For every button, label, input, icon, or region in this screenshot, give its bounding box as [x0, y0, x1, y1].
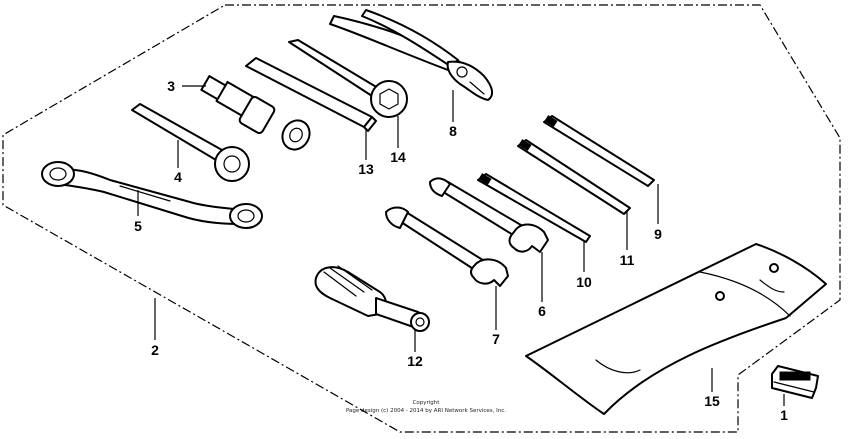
callout-6: 6 — [538, 303, 546, 319]
callout-10: 10 — [576, 274, 592, 290]
copyright-line-2: Page design (c) 2004 - 2014 by ARI Netwo… — [346, 408, 506, 414]
part-13-handle-bar — [245, 57, 377, 132]
part-12-screwdriver-handle — [314, 265, 430, 332]
part-14-box-wrench — [288, 39, 408, 118]
callout-1: 1 — [780, 407, 788, 423]
part-4-ring-wrench — [131, 103, 250, 182]
leader-lines — [137, 85, 785, 406]
callout-4: 4 — [174, 169, 182, 185]
callout-15: 15 — [704, 393, 720, 409]
part-7-open-end-wrench — [385, 206, 509, 287]
copyright-line-1: Copyright — [413, 400, 441, 406]
callout-9: 9 — [654, 226, 662, 242]
callout-3: 3 — [167, 78, 175, 94]
callout-7: 7 — [492, 331, 500, 347]
part-5-offset-ring-wrench — [41, 161, 263, 229]
part-9-screwdriver — [543, 115, 655, 187]
callout-13: 13 — [358, 161, 374, 177]
part-10-screwdriver — [477, 173, 591, 243]
part-8-pliers — [329, 9, 494, 101]
callout-12: 12 — [407, 353, 423, 369]
callout-2: 2 — [151, 342, 159, 358]
tool-bag-outline — [2, 4, 841, 433]
part-1-clip — [771, 365, 819, 399]
callout-5: 5 — [134, 218, 142, 234]
callout-11: 11 — [620, 252, 635, 268]
callout-14: 14 — [390, 149, 406, 165]
part-15-tool-bag — [525, 243, 827, 415]
part-3-socket-wrench — [200, 75, 311, 151]
callout-8: 8 — [449, 123, 457, 139]
part-11-screwdriver — [517, 139, 631, 215]
part-6-open-end-wrench — [429, 177, 549, 253]
